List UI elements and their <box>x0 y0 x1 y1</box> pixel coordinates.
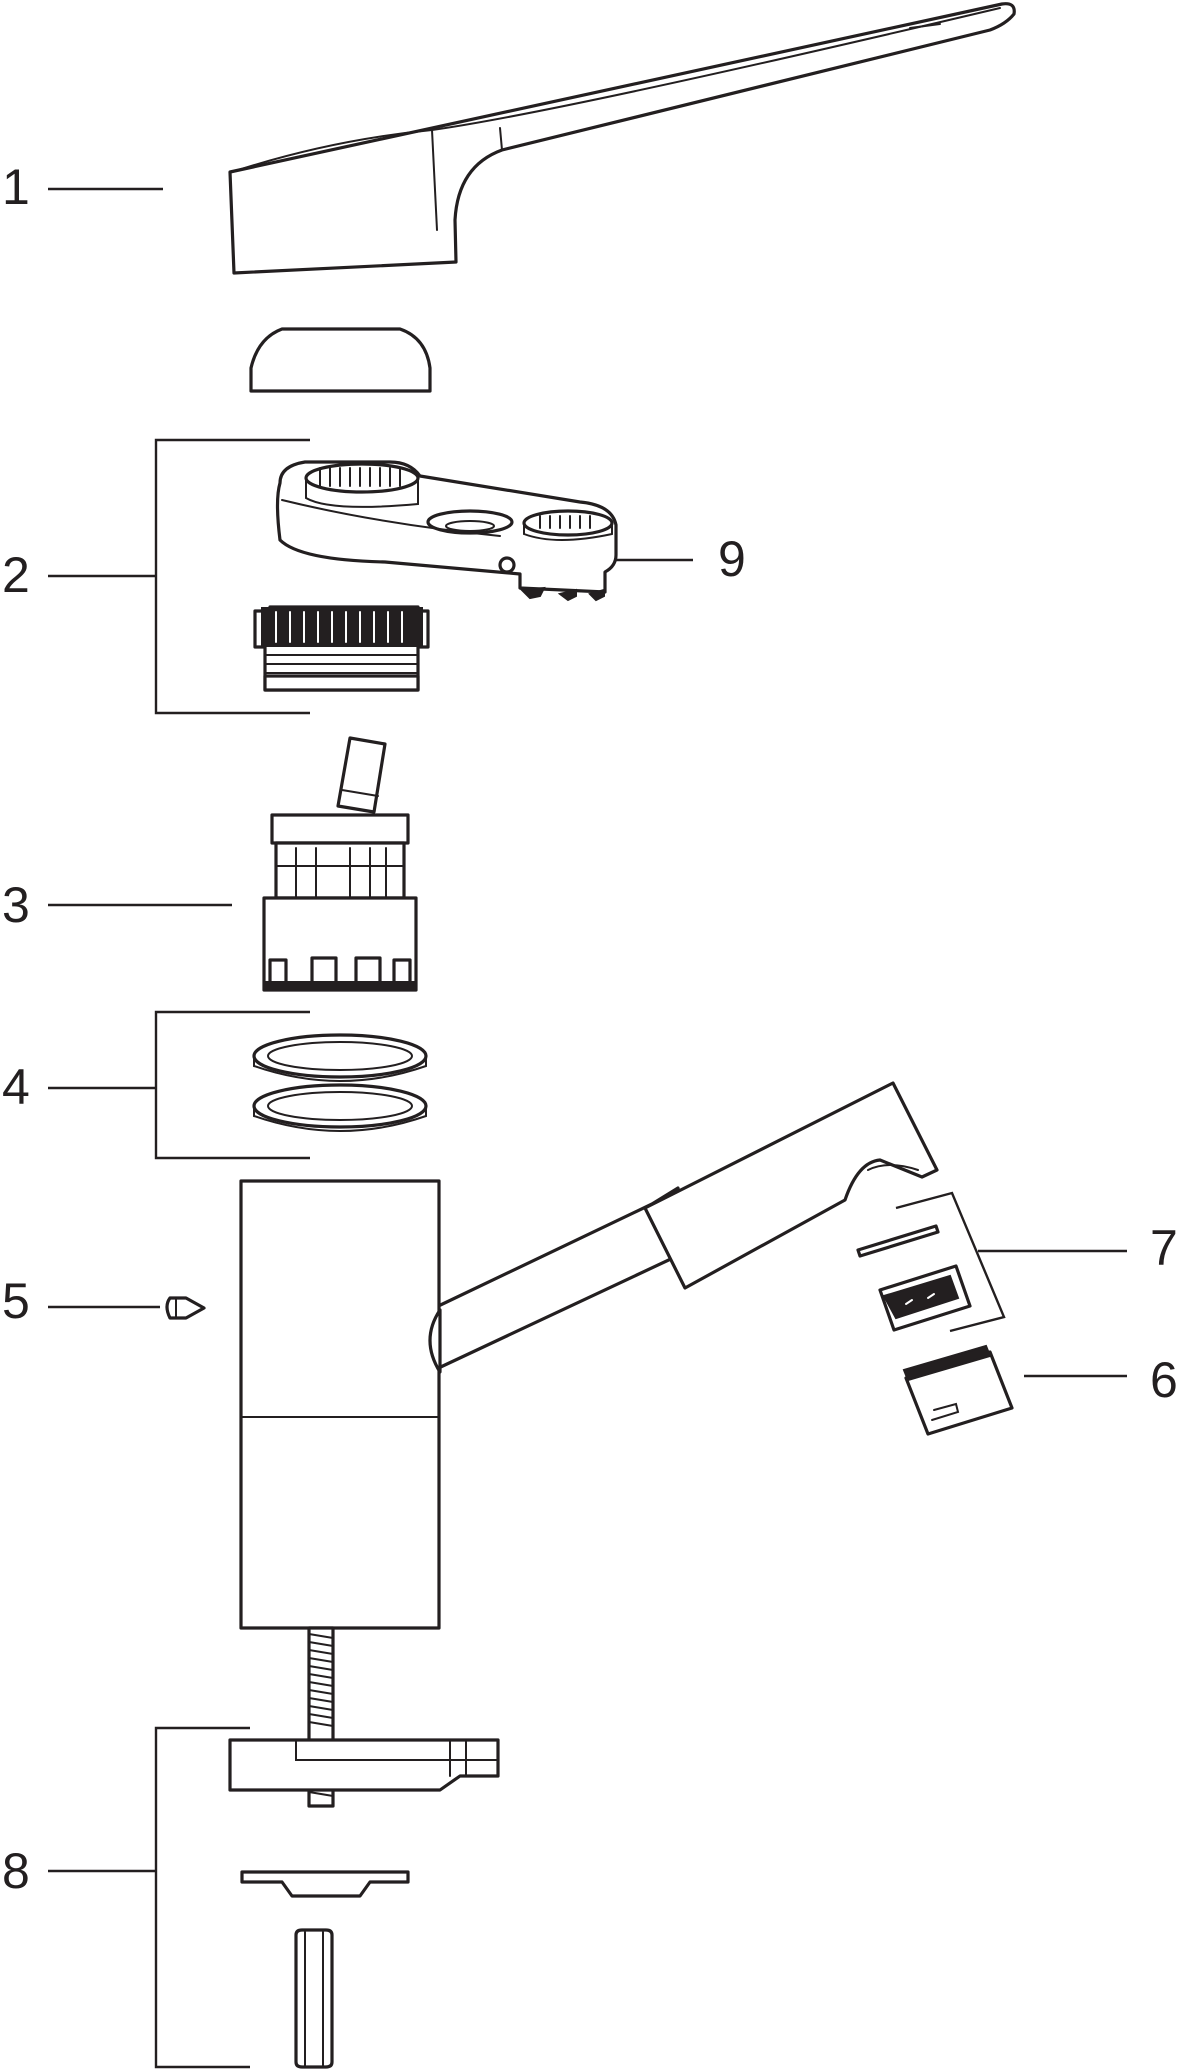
callout-label-7: 7 <box>1150 1220 1178 1276</box>
adapter-pin <box>498 556 516 574</box>
callout-label-6: 6 <box>1150 1352 1178 1408</box>
o-ring-lower <box>252 1083 428 1132</box>
aerator-part <box>902 1344 1014 1436</box>
callout-label-8: 8 <box>2 1843 30 1899</box>
adapter-arm-part <box>275 460 618 602</box>
adapter-ring-large <box>304 462 420 494</box>
callout-label-2: 2 <box>2 547 30 603</box>
lever-handle-part <box>228 2 1016 275</box>
callout-label-5: 5 <box>2 1273 30 1329</box>
grub-screw-part <box>165 1296 206 1320</box>
mounting-plate <box>228 1738 500 1792</box>
callout-label-4: 4 <box>2 1059 30 1115</box>
flat-washer-part <box>856 1224 940 1258</box>
leader-lines <box>48 187 1127 2069</box>
callout-label-9: 9 <box>718 531 746 587</box>
adapter-ring-small <box>522 509 614 537</box>
cartridge-part <box>262 736 418 992</box>
callout-label-3: 3 <box>2 877 30 933</box>
o-ring-upper <box>252 1033 428 1082</box>
mounting-kit-part <box>228 1626 500 2069</box>
flow-insert-part <box>878 1264 972 1332</box>
callout-label-1: 1 <box>2 159 30 215</box>
bracket-2 <box>154 438 310 715</box>
adapter-knurl <box>319 467 591 529</box>
mounting-washer <box>240 1870 410 1898</box>
bracket-7 <box>895 1191 1006 1333</box>
threaded-nut-part <box>253 605 430 692</box>
nut-knurled-rim <box>261 607 423 647</box>
bracket-4 <box>154 1010 310 1160</box>
cover-cap-part <box>249 327 432 393</box>
faucet-body-part <box>239 1179 442 1630</box>
spout-part <box>423 1081 939 1374</box>
bracket-8 <box>154 1726 250 2069</box>
mounting-nut <box>294 1928 334 2069</box>
